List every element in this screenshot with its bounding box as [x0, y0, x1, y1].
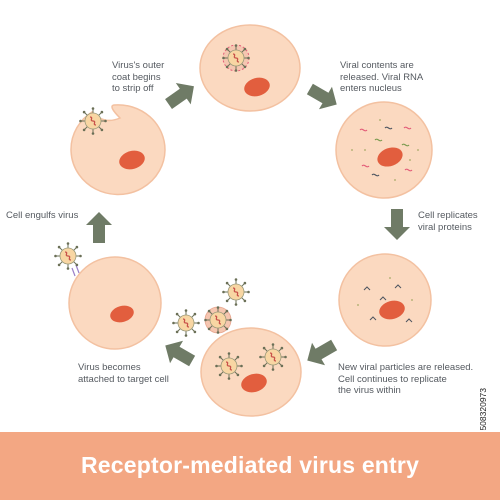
step-label-coat: Virus's outer coat begins to strip off [112, 60, 165, 94]
diagram-title: Receptor-mediated virus entry [80, 452, 420, 478]
cell-contents-released [335, 101, 433, 199]
cell-engulfing [70, 104, 166, 196]
budding-virus-icon [203, 305, 233, 335]
cell-new-particles [171, 277, 302, 417]
step-label-replicates: Cell replicates viral proteins [418, 210, 478, 233]
step-label-attached: Virus becomes attached to target cell [78, 362, 169, 385]
cell-virus-attached [53, 241, 162, 350]
title-banner [0, 432, 500, 500]
step-label-engulfs: Cell engulfs virus [6, 210, 79, 221]
cell-coat-stripping [199, 24, 301, 112]
step-label-new-particles: New viral particles are released. Cell c… [338, 362, 474, 396]
arrow-replicate-to-release [300, 333, 341, 372]
arrow-top-to-right [303, 77, 344, 116]
cell-replicating [338, 253, 432, 347]
arrow-release-to-replicate [384, 209, 410, 240]
uncoating-virus-icon [221, 43, 251, 73]
stock-id: 508320973 [478, 388, 488, 431]
step-label-released: Viral contents are released. Viral RNA e… [340, 60, 424, 94]
